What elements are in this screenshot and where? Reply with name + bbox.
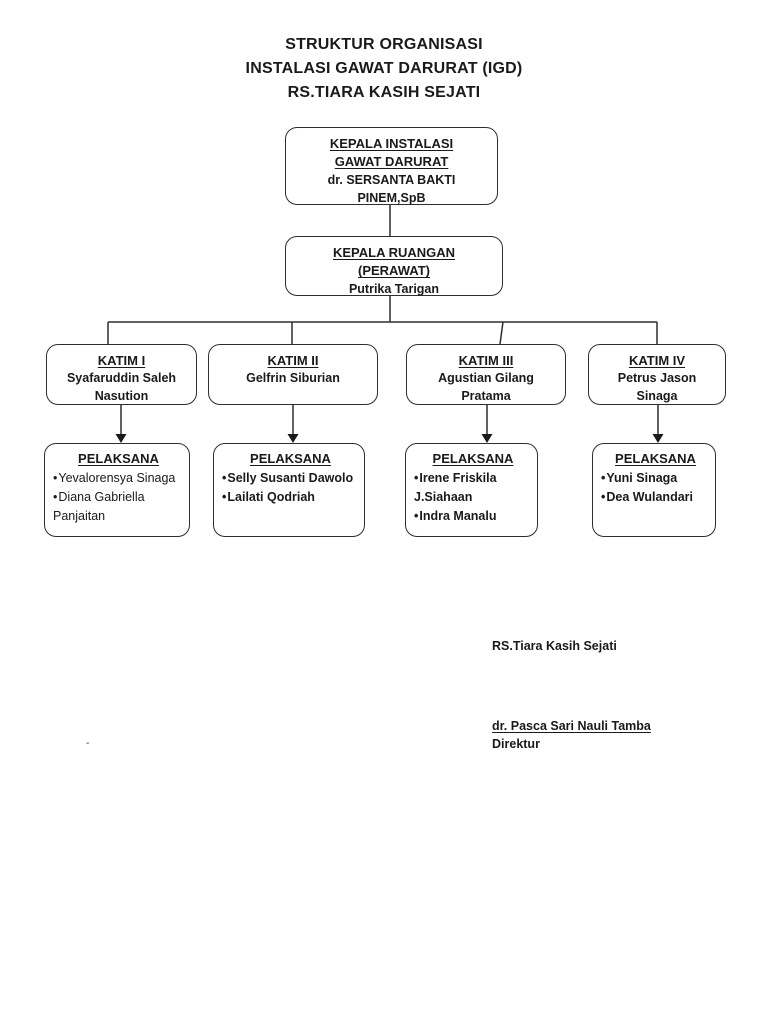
role-title: KEPALA INSTALASI xyxy=(329,136,454,151)
bullet-glyph: • xyxy=(53,490,58,505)
org-box-katim-2: KATIM II Gelfrin Siburian xyxy=(208,344,378,405)
bullet-glyph: • xyxy=(222,471,227,486)
org-box-pelaksana-1: PELAKSANA •Yevalorensya Sinaga •Diana Ga… xyxy=(44,443,190,537)
person-name: Petrus Jason Sinaga xyxy=(617,371,697,404)
role-title: PELAKSANA xyxy=(78,451,159,466)
member-name: •Diana Gabriella Panjaitan xyxy=(53,490,145,523)
page-title-line-1: STRUKTUR ORGANISASI xyxy=(285,36,483,53)
member-name: •Yuni Sinaga xyxy=(601,471,678,486)
org-box-katim-1: KATIM I Syafaruddin Saleh Nasution xyxy=(46,344,197,405)
page-title: STRUKTUR ORGANISASI INSTALASI GAWAT DARU… xyxy=(0,33,768,105)
member-name: •Indra Manalu xyxy=(414,508,497,523)
role-title: KATIM III xyxy=(458,353,514,368)
person-name: Syafaruddin Saleh Nasution xyxy=(66,371,177,404)
role-title: GAWAT DARURAT xyxy=(334,154,449,170)
member-name: •Selly Susanti Dawolo xyxy=(222,471,354,486)
member-name: •Dea Wulandari xyxy=(601,490,693,505)
page-title-line-2: INSTALASI GAWAT DARURAT (IGD) xyxy=(245,60,523,77)
arrowheads-down xyxy=(115,434,664,443)
org-box-kepala-ruangan: KEPALA RUANGAN (PERAWAT) Putrika Tarigan xyxy=(285,236,503,296)
org-box-katim-4: KATIM IV Petrus Jason Sinaga xyxy=(588,344,726,405)
role-title: KEPALA RUANGAN xyxy=(332,245,456,260)
role-title: (PERAWAT) xyxy=(358,263,430,279)
person-name: dr. SERSANTA BAKTI PINEM,SpB xyxy=(327,172,456,205)
bullet-glyph: • xyxy=(601,471,606,486)
role-title: KATIM II xyxy=(267,353,319,368)
person-name: Agustian Gilang Pratama xyxy=(438,371,534,404)
bullet-glyph: • xyxy=(601,490,606,505)
stray-mark: - xyxy=(86,738,90,749)
org-box-pelaksana-2: PELAKSANA •Selly Susanti Dawolo •Lailati… xyxy=(213,443,365,537)
org-box-katim-3: KATIM III Agustian Gilang Pratama xyxy=(406,344,566,405)
org-box-pelaksana-3: PELAKSANA •Irene Friskila J.Siahaan •Ind… xyxy=(405,443,538,537)
director-name: dr. Pasca Sari Nauli Tamba xyxy=(492,719,651,733)
role-title: KATIM IV xyxy=(628,353,686,368)
director-title: Direktur xyxy=(492,737,540,751)
member-name: •Lailati Qodriah xyxy=(222,490,315,505)
bullet-glyph: • xyxy=(414,471,419,486)
signature-block: dr. Pasca Sari Nauli Tamba Direktur xyxy=(492,717,651,753)
role-title: PELAKSANA xyxy=(432,451,514,466)
person-name: Putrika Tarigan xyxy=(348,281,440,296)
member-name: •Yevalorensya Sinaga xyxy=(53,471,176,486)
org-box-kepala-instalasi: KEPALA INSTALASI GAWAT DARURAT dr. SERSA… xyxy=(285,127,498,205)
bullet-glyph: • xyxy=(414,508,419,523)
org-box-pelaksana-4: PELAKSANA •Yuni Sinaga •Dea Wulandari xyxy=(592,443,716,537)
hospital-name: RS.Tiara Kasih Sejati xyxy=(492,639,617,653)
member-name: •Irene Friskila J.Siahaan xyxy=(414,471,497,505)
role-title: PELAKSANA xyxy=(615,451,696,466)
role-title: KATIM I xyxy=(97,353,146,368)
bullet-glyph: • xyxy=(53,471,58,486)
page-title-line-3: RS.TIARA KASIH SEJATI xyxy=(287,84,481,101)
bullet-glyph: • xyxy=(222,490,227,505)
person-name: Gelfrin Siburian xyxy=(246,371,340,386)
role-title: PELAKSANA xyxy=(250,451,331,466)
